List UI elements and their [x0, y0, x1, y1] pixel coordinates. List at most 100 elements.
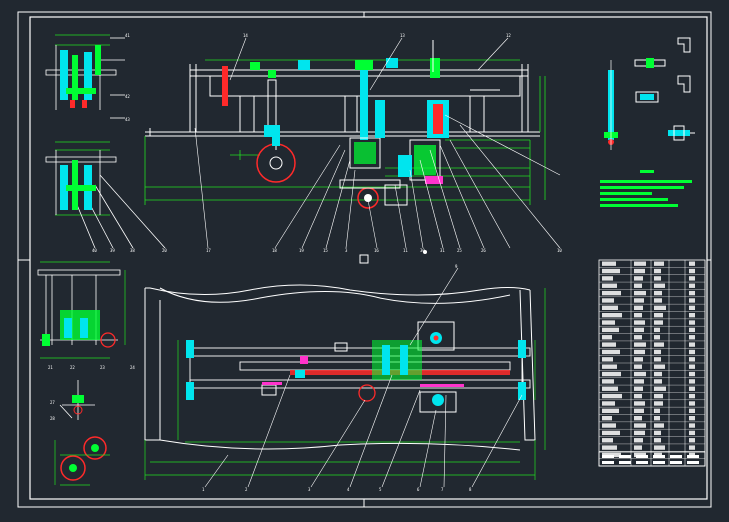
table-cell [634, 313, 642, 318]
table-cell [654, 357, 661, 362]
balloon: 19 [299, 248, 304, 253]
balloon: 21 [48, 365, 53, 370]
balloon-labels-bottom: 17 18 19 15 3 16 11 30 31 25 26 10 [206, 248, 562, 253]
table-cell [602, 305, 618, 310]
balloon: 28 [50, 416, 55, 421]
table-cell [654, 452, 662, 458]
parts-list-table [598, 259, 706, 467]
balloon: 11 [403, 248, 408, 253]
table-cell [689, 342, 695, 347]
table-cell [689, 408, 695, 413]
table-cell [602, 371, 621, 377]
table-cell [602, 401, 615, 406]
balloon: 31 [440, 248, 445, 253]
spindle-assembly-left [256, 70, 296, 183]
table-cell [602, 268, 620, 274]
table-cell [654, 305, 666, 310]
table-cell [689, 438, 695, 443]
table-cell [602, 313, 622, 318]
table-cell [689, 283, 695, 288]
table-cell [634, 283, 642, 288]
title-block-cell [602, 455, 614, 458]
table-cell [654, 313, 663, 318]
table-cell [602, 298, 614, 303]
table-cell [689, 357, 695, 362]
table-cell [689, 386, 695, 391]
table-cell [634, 357, 643, 362]
table-cell [689, 364, 695, 369]
table-cell [602, 379, 614, 384]
table-cell [689, 268, 695, 274]
table-cell [654, 438, 661, 443]
table-cell [654, 371, 662, 377]
left-detail-view-third: 21 22 23 24 [37, 261, 135, 370]
table-cell [654, 416, 660, 421]
balloon: 39 [110, 248, 115, 253]
balloon: 38 [130, 248, 135, 253]
table-cell [634, 379, 644, 384]
table-cell [634, 364, 642, 369]
table-cell [634, 386, 643, 391]
table-cell [689, 261, 695, 266]
table-cell [689, 349, 695, 355]
balloon: 7 [441, 487, 444, 492]
table-cell [602, 349, 620, 355]
table-cell [634, 327, 644, 333]
table-cell [689, 290, 695, 296]
table-cell [602, 283, 617, 288]
table-cell [602, 386, 618, 391]
table-cell [654, 268, 661, 274]
table-cell [689, 327, 695, 333]
table-cell [654, 430, 661, 436]
balloon: 18 [272, 248, 277, 253]
balloon: 23 [100, 365, 105, 370]
table-cell [654, 283, 665, 288]
balloon-labels-top: 14 13 12 [243, 33, 511, 38]
table-cell [689, 371, 695, 377]
table-cell [634, 445, 642, 450]
table-cell [634, 416, 642, 421]
title-block [598, 451, 706, 467]
table-cell [654, 393, 663, 399]
table-cell [634, 430, 645, 436]
balloon: 40 [92, 248, 97, 253]
balloon: 43 [125, 117, 130, 122]
pulley-detail-view [54, 436, 110, 486]
balloon: 1 [202, 487, 205, 492]
table-cell [634, 342, 646, 347]
balloon: 14 [243, 33, 248, 38]
table-cell [654, 327, 660, 333]
balloon: 12 [506, 33, 511, 38]
balloon: 25 [457, 248, 462, 253]
table-cell [602, 416, 612, 421]
table-cell [602, 393, 622, 399]
table-cell [602, 357, 613, 362]
balloon: 20 [162, 248, 167, 253]
table-cell [602, 452, 621, 458]
title-block-cell [653, 461, 665, 464]
table-cell [654, 364, 665, 369]
table-cell [634, 393, 642, 399]
table-cell [602, 335, 612, 340]
table-cell [689, 276, 695, 281]
title-block-cell [653, 455, 665, 458]
table-cell [689, 423, 695, 428]
balloon: 26 [481, 248, 486, 253]
table-cell [634, 268, 645, 274]
title-block-cell [670, 461, 682, 464]
balloon: 24 [130, 365, 135, 370]
table-cell [654, 290, 662, 296]
title-block-cell [602, 461, 614, 464]
spindle-assembly-right [398, 40, 500, 184]
table-cell [689, 416, 695, 421]
table-cell [689, 335, 695, 340]
balloon: 16 [374, 248, 379, 253]
left-detail-view-lower: 40 39 38 20 [45, 141, 167, 253]
balloon: 3 [308, 487, 311, 492]
left-detail-view-small: 27 28 [50, 380, 95, 421]
table-cell [602, 276, 613, 281]
table-cell [654, 445, 665, 450]
table-cell [689, 298, 695, 303]
table-cell [602, 342, 616, 347]
table-cell [689, 305, 695, 310]
